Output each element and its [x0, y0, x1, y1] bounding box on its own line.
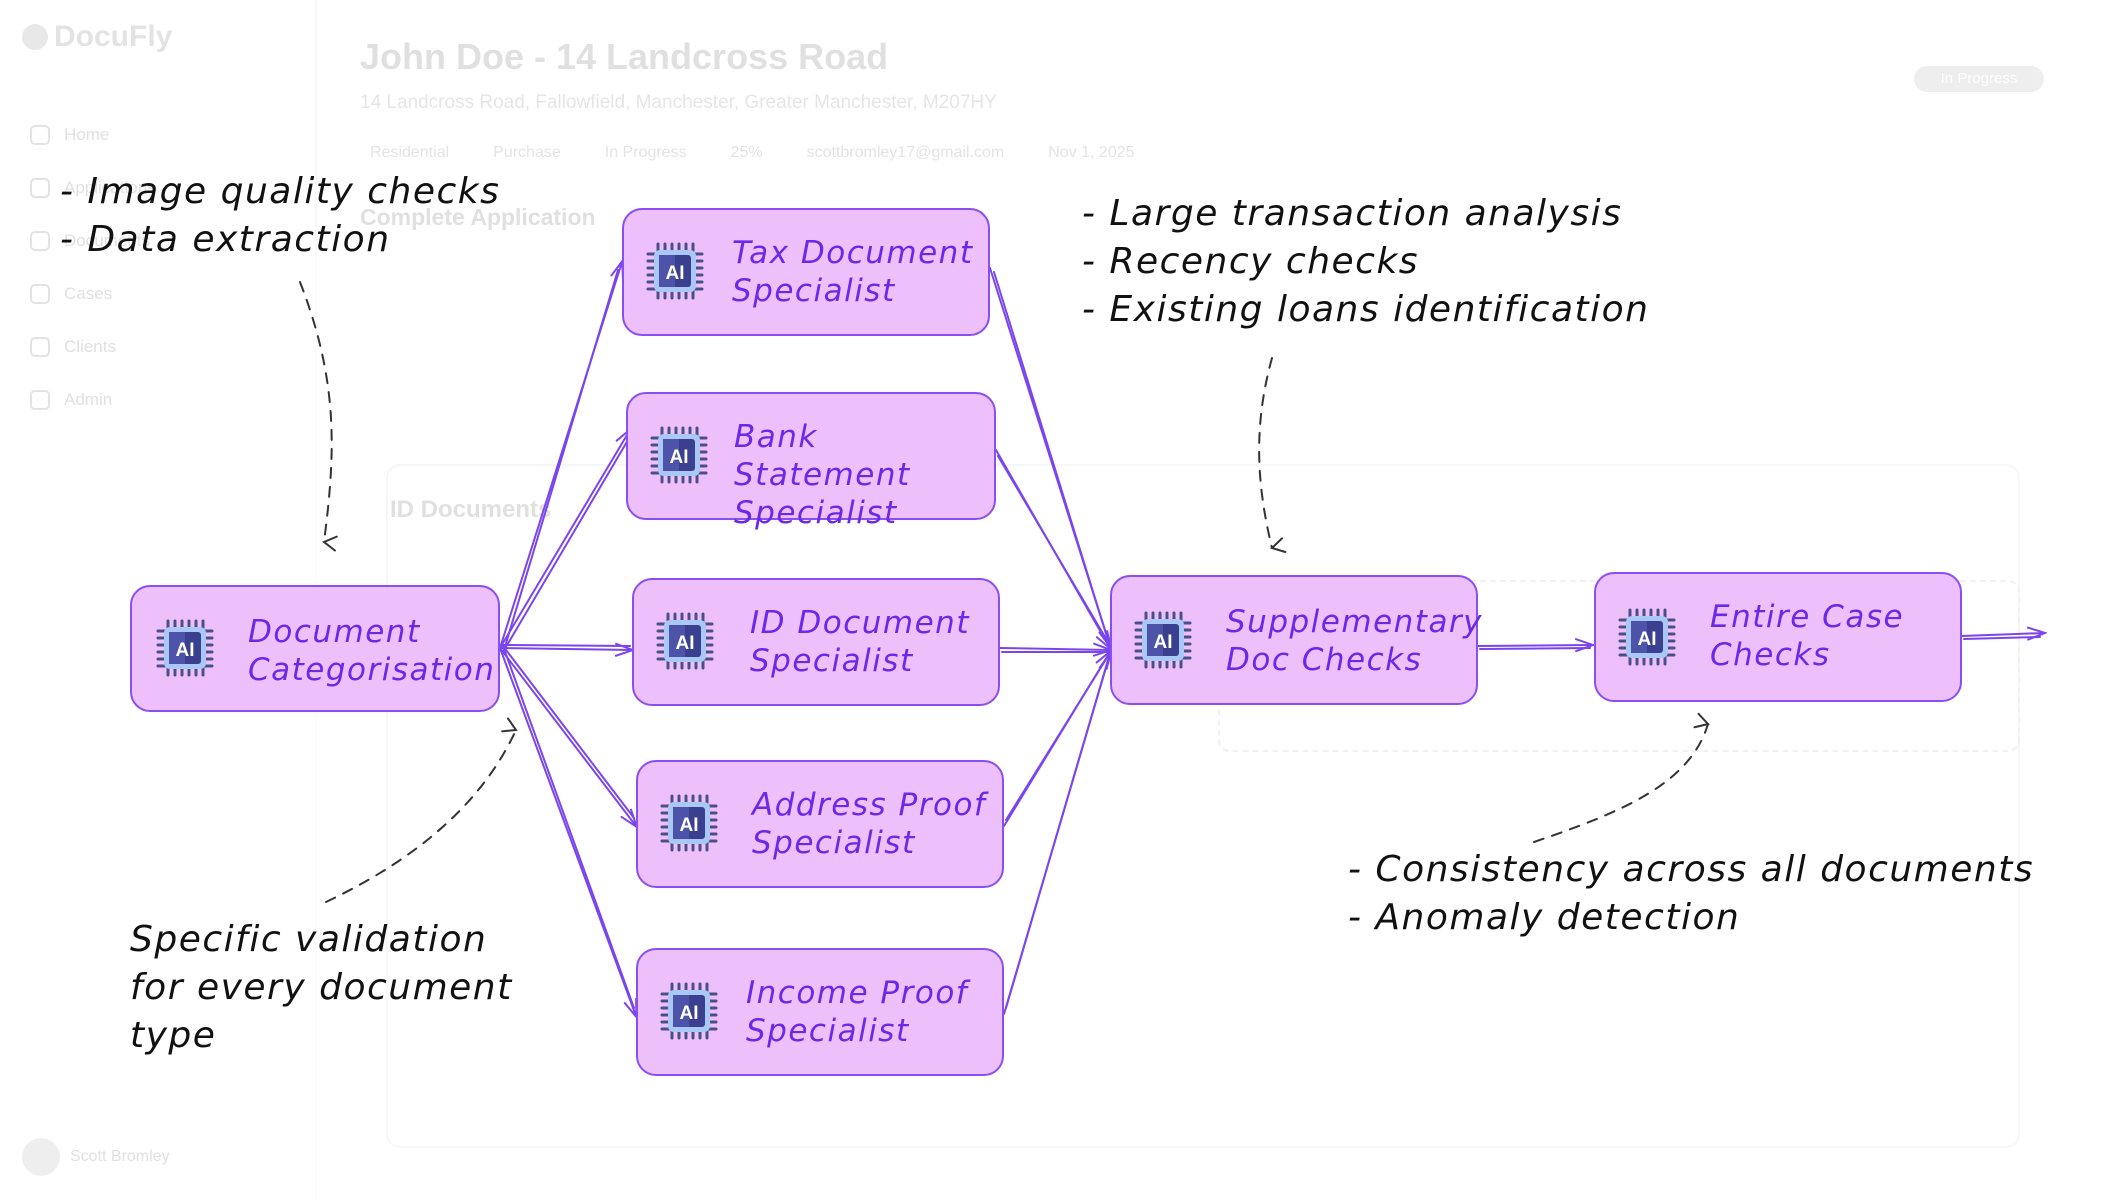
- ai-chip-icon: AI: [656, 612, 714, 670]
- annotation-supplementary-checks: - Large transaction analysis - Recency c…: [1082, 190, 1650, 334]
- node-label: Income Proof Specialist: [746, 975, 969, 1049]
- node-supplementary-doc-checks[interactable]: AI Supplementary Doc Checks: [1110, 575, 1482, 705]
- annotation-line: - Large transaction analysis: [1082, 193, 1623, 234]
- ai-chip-icon: AI: [660, 794, 718, 852]
- annotation-line: type: [130, 1015, 217, 1056]
- annotation-specific-validation: Specific validation for every document t…: [130, 916, 513, 1060]
- svg-text:AI: AI: [176, 640, 195, 661]
- annotation-line: - Data extraction: [60, 219, 391, 260]
- pointer-categorisation-note: [299, 281, 338, 552]
- node-label: Tax Document Specialist: [732, 235, 974, 309]
- annotation-categorisation-checks: - Image quality checks - Data extraction: [60, 168, 500, 264]
- annotation-line: - Recency checks: [1082, 241, 1420, 282]
- node-income-proof-specialist[interactable]: AI Income Proof Specialist: [636, 948, 1004, 1076]
- ai-chip-icon: AI: [1618, 608, 1676, 666]
- svg-text:AI: AI: [676, 633, 695, 654]
- arrow-categorisation-to-address: [499, 647, 636, 826]
- annotation-line: Specific validation: [130, 919, 488, 960]
- node-label: ID Document Specialist: [750, 605, 970, 679]
- pointer-entire-case-note: [1533, 712, 1710, 843]
- annotation-line: - Existing loans identification: [1082, 289, 1650, 330]
- node-entire-case-checks[interactable]: AI Entire Case Checks: [1594, 572, 1962, 702]
- annotation-line: for every document: [130, 967, 513, 1008]
- annotation-pointers: [299, 281, 1710, 903]
- annotation-line: - Consistency across all documents: [1348, 849, 2035, 890]
- annotation-entire-case-checks: - Consistency across all documents - Ano…: [1348, 846, 2034, 942]
- arrow-categorisation-to-id: [499, 648, 632, 650]
- arrow-id-to-supplementary: [999, 648, 1110, 650]
- ai-chip-icon: AI: [660, 982, 718, 1040]
- annotation-line: - Anomaly detection: [1348, 897, 1741, 938]
- node-address-proof-specialist[interactable]: AI Address Proof Specialist: [636, 760, 1004, 888]
- node-label: Entire Case Checks: [1710, 599, 1905, 673]
- arrow-categorisation-to-income: [499, 647, 636, 1016]
- svg-text:AI: AI: [670, 447, 689, 468]
- node-document-categorisation[interactable]: AI Document Categorisation: [130, 585, 500, 712]
- node-label: Document Categorisation: [248, 614, 496, 688]
- pointer-specific-note: [325, 717, 518, 903]
- arrow-categorisation-to-bank: [499, 430, 630, 649]
- node-bank-statement-specialist[interactable]: AI Bank Statement Specialist: [626, 392, 996, 531]
- ai-chip-icon: AI: [650, 426, 708, 484]
- svg-text:AI: AI: [680, 815, 699, 836]
- ai-chip-icon: AI: [1134, 611, 1192, 669]
- annotation-line: - Image quality checks: [60, 171, 501, 212]
- flow-arrows: [499, 262, 2044, 1016]
- node-tax-document-specialist[interactable]: AI Tax Document Specialist: [622, 208, 990, 336]
- node-id-document-specialist[interactable]: AI ID Document Specialist: [632, 578, 1000, 706]
- arrow-entire-case-exit: [1961, 633, 2044, 636]
- ai-chip-icon: AI: [156, 619, 214, 677]
- node-label: Address Proof Specialist: [752, 787, 987, 861]
- svg-text:AI: AI: [1638, 629, 1657, 650]
- svg-text:AI: AI: [1154, 632, 1173, 653]
- node-label: Bank Statement Specialist: [734, 419, 911, 531]
- ai-chip-icon: AI: [646, 242, 704, 300]
- pointer-supplementary-note: [1258, 357, 1287, 553]
- svg-text:AI: AI: [666, 263, 685, 284]
- arrow-supplementary-to-entire-case: [1477, 645, 1592, 646]
- svg-text:AI: AI: [680, 1003, 699, 1024]
- node-label: Supplementary Doc Checks: [1226, 604, 1484, 678]
